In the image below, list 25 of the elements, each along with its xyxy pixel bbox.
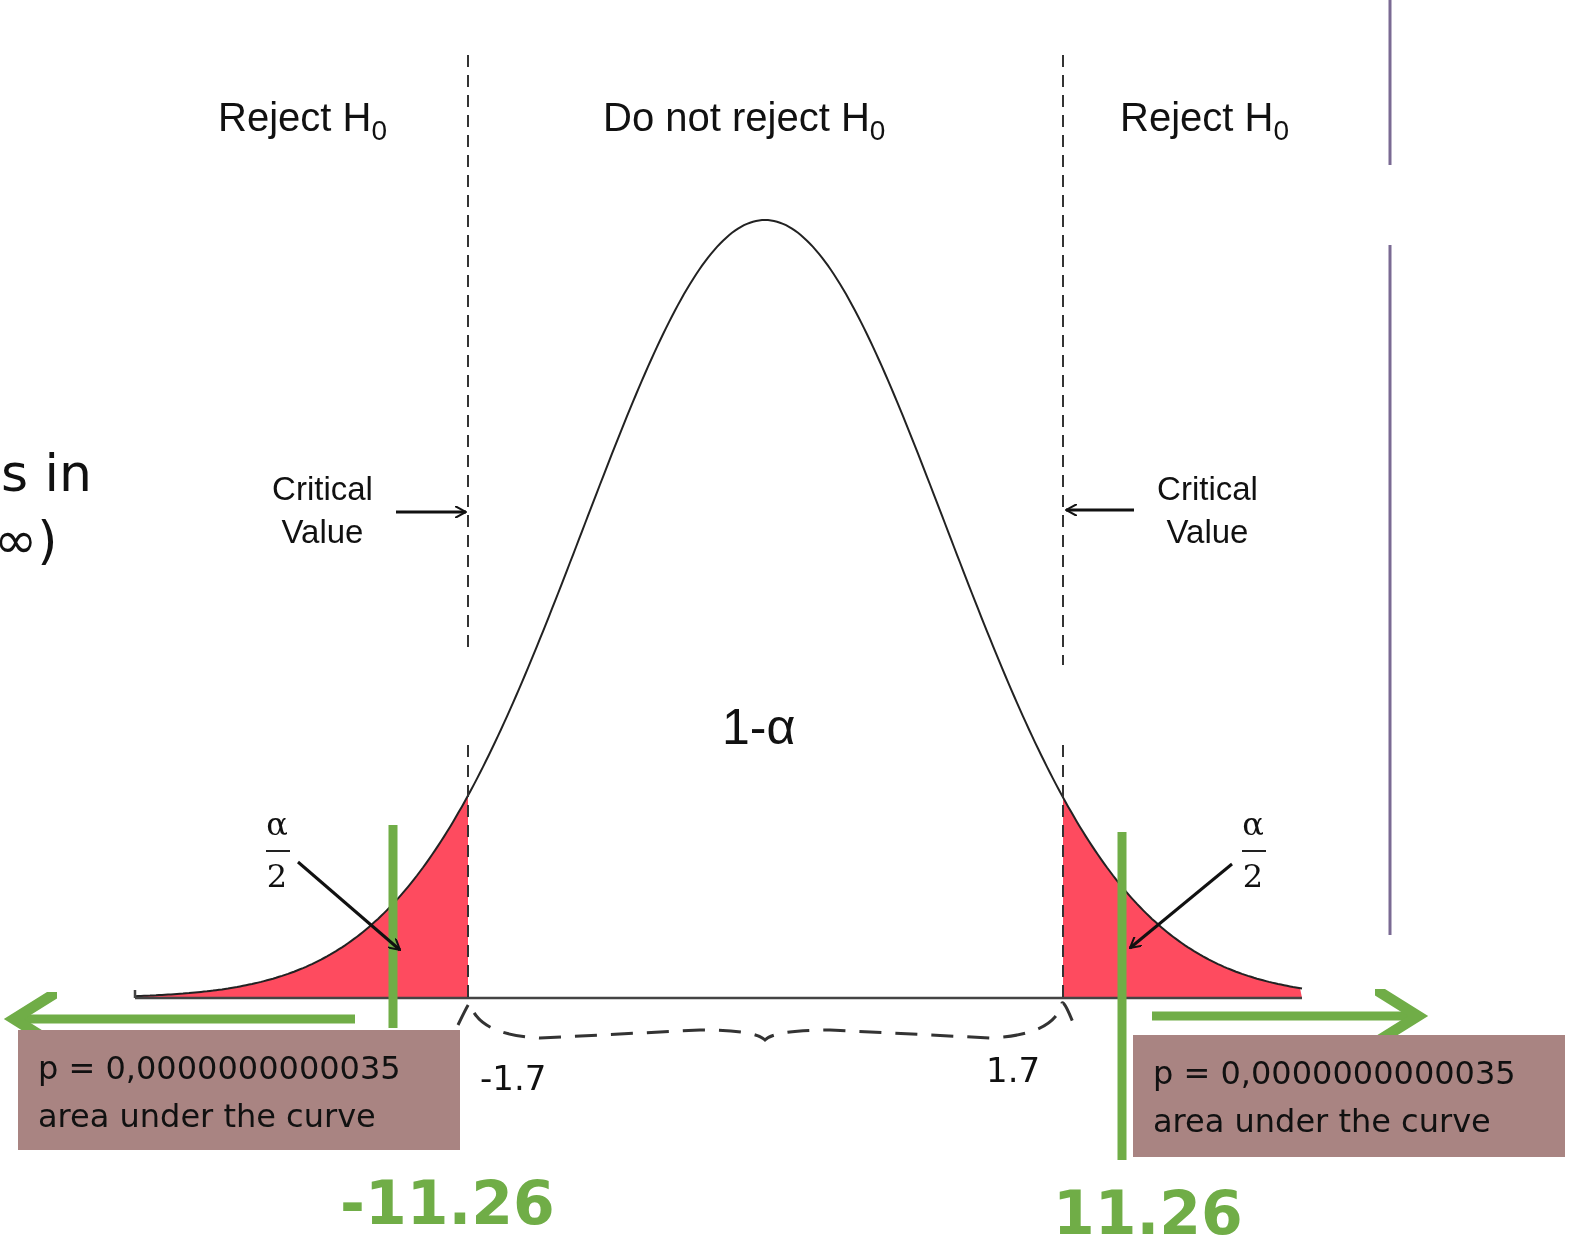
callout-text: Critical Value (271, 469, 374, 552)
tick-label: 1.7 (986, 1052, 1041, 1090)
numerator: α (266, 808, 288, 840)
statistic-value: -11.26 (340, 1170, 555, 1236)
region-label: Reject H$_{0}$ (1120, 95, 1289, 147)
note-box (1133, 1035, 1565, 1157)
side-text: s in (1, 445, 93, 503)
region-label: Reject H$_{0}$ (218, 95, 387, 147)
note-text: p = 0,0000000000035 (1153, 1053, 1517, 1094)
denominator: 2 (266, 860, 288, 892)
denominator: 2 (1242, 860, 1264, 892)
note-box (18, 1030, 460, 1150)
note-text: area under the curve (1153, 1101, 1492, 1142)
arrow (297, 860, 401, 952)
numerator: α (1242, 808, 1264, 840)
tick-label: -1.7 (480, 1060, 547, 1098)
statistic-value: 11.26 (1053, 1180, 1243, 1246)
note-text: p = 0,0000000000035 (38, 1048, 402, 1089)
note-text: area under the curve (38, 1096, 377, 1137)
arrow (396, 505, 467, 519)
arrow (1129, 862, 1233, 950)
callout-text: Critical Value (1156, 469, 1259, 552)
area-label: 1-α (722, 700, 796, 755)
arrow (1065, 503, 1134, 517)
region-label: Do not reject H$_{0}$ (603, 95, 886, 147)
